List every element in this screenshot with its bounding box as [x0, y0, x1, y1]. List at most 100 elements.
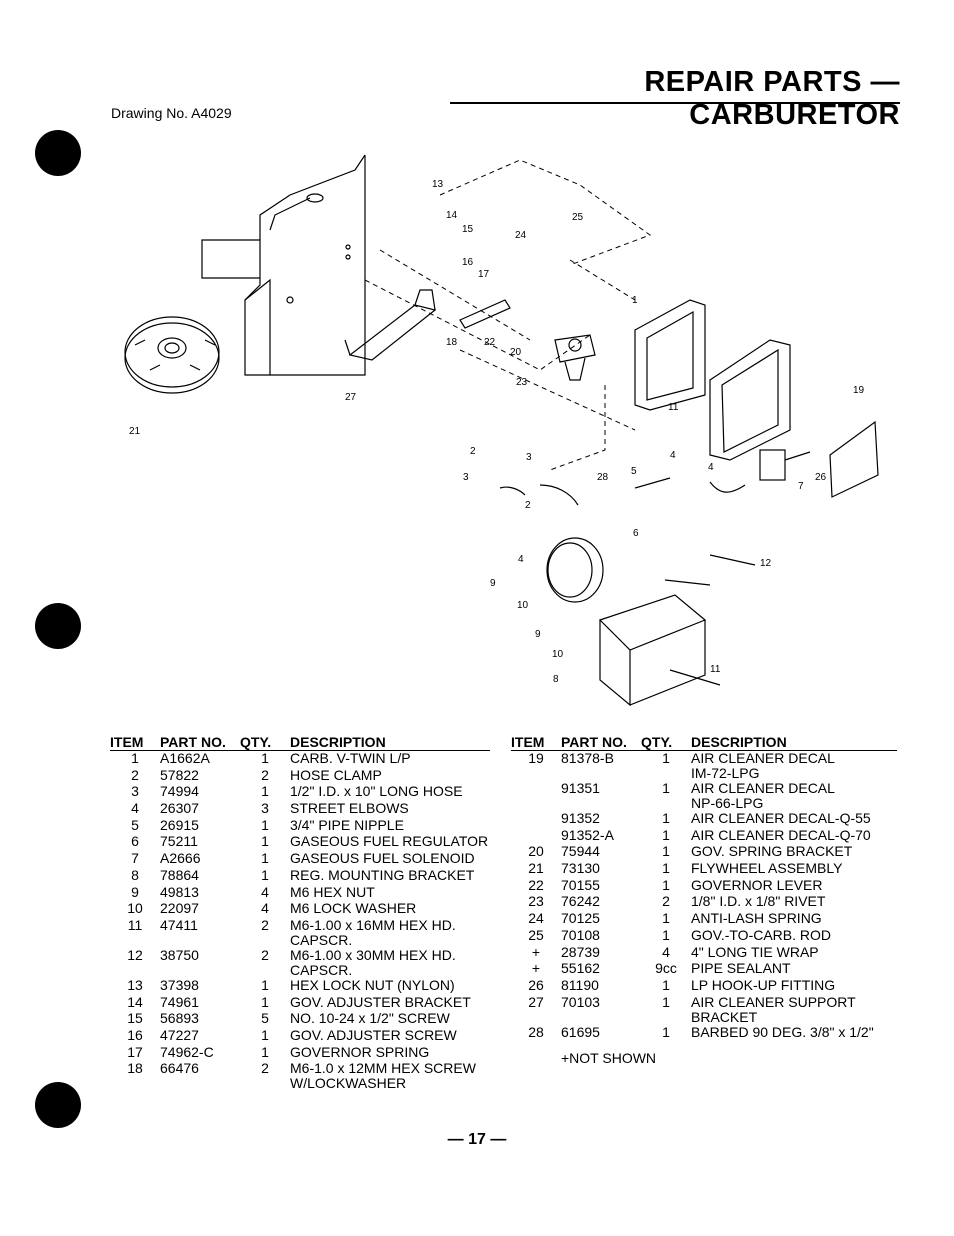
cell-item: 5: [131, 816, 139, 833]
cell-part-no: 75211: [160, 833, 198, 850]
callout-number: 18: [446, 337, 458, 348]
cell-part-no: 38750: [160, 946, 199, 963]
cell-item: 26: [528, 976, 544, 993]
cell-qty: 1: [662, 993, 670, 1010]
callout-number: 20: [510, 347, 522, 358]
callout-number: 26: [815, 472, 827, 483]
cell-part-no: 75944: [561, 843, 600, 860]
callout-number: 4: [670, 450, 676, 461]
cell-part-no: 91351: [561, 780, 600, 796]
air-cleaner-cover: [709, 339, 791, 461]
cell-part-no: 70103: [561, 993, 600, 1010]
cell-part-no: A2666: [160, 850, 201, 867]
cell-description: AIR CLEANER DECAL-Q-55: [691, 810, 871, 826]
cell-item: [511, 811, 561, 828]
cell-description: FLYWHEEL ASSEMBLY: [691, 860, 843, 877]
punch-hole-bottom: [35, 1082, 81, 1128]
cell-qty: 1: [261, 783, 269, 800]
callout-number: 16: [462, 257, 474, 268]
cell-part-no: 47411: [160, 916, 198, 933]
cell-item: 3: [131, 783, 139, 800]
cell-part-no: 91352: [561, 810, 600, 826]
callout-number: 2: [470, 446, 476, 457]
regulator-mounting-bracket: [598, 594, 707, 707]
callout-number: 4: [518, 554, 524, 565]
cell-part-no: 81190: [561, 976, 599, 993]
governor-bracket: [344, 289, 511, 361]
cell-part-no: 74962-C: [160, 1043, 214, 1060]
cell-description: M6 LOCK WASHER: [290, 900, 417, 917]
cell-qty: 1: [662, 843, 670, 860]
cell-qty: 5: [261, 1010, 269, 1027]
cell-item: 24: [528, 910, 544, 927]
cell-item: 1: [131, 750, 139, 766]
callout-number: 15: [462, 224, 474, 235]
callout-number: 19: [853, 385, 865, 396]
cell-qty: 1: [662, 780, 670, 796]
cell-qty: 1: [261, 816, 269, 833]
header-item: ITEM: [511, 733, 561, 751]
cell-description: ANTI-LASH SPRING: [691, 910, 822, 927]
cell-qty: 1: [662, 976, 670, 993]
header-qty: QTY.: [240, 733, 290, 751]
cell-part-no: 81378-B: [561, 750, 614, 766]
parts-table-header: ITEM PART NO. QTY. DESCRIPTION: [511, 733, 897, 751]
cell-part-no: 73130: [561, 860, 600, 877]
callout-number: 5: [631, 466, 637, 477]
cell-description: GOV. ADJUSTER BRACKET: [290, 993, 471, 1010]
cell-description: HOSE CLAMP: [290, 766, 382, 783]
callout-number: 13: [432, 179, 444, 190]
air-cleaner-frame: [634, 299, 706, 411]
cell-description: GOV. ADJUSTER SCREW: [290, 1026, 457, 1043]
cell-part-no: 74994: [160, 783, 199, 800]
cell-item: 21: [528, 860, 544, 877]
carburetor: [554, 334, 596, 381]
cell-qty: 1: [662, 826, 670, 843]
cell-description: GOVERNOR LEVER: [691, 876, 823, 893]
callout-number: 7: [798, 481, 804, 492]
header-description: DESCRIPTION: [691, 733, 897, 751]
cell-part-no: 26915: [160, 816, 199, 833]
cell-description: 1/2" I.D. x 10" LONG HOSE: [290, 783, 463, 800]
title-divider: [450, 102, 900, 104]
cell-description: STREET ELBOWS: [290, 800, 409, 817]
callout-number: 28: [597, 472, 609, 483]
cell-qty: 1: [662, 926, 670, 943]
cell-item: 11: [127, 916, 143, 933]
cell-item: 13: [127, 976, 143, 993]
cell-description: 1/8" I.D. x 1/8" RIVET: [691, 893, 826, 910]
cell-item: +: [531, 943, 541, 960]
cell-description: BARBED 90 DEG. 3/8" x 1/2": [691, 1023, 874, 1040]
cell-qty: 1: [261, 750, 269, 766]
cell-description: PIPE SEALANT: [691, 960, 791, 977]
cell-item: [511, 828, 561, 845]
cell-part-no: 76242: [561, 893, 600, 910]
cell-part-no: 47227: [160, 1026, 199, 1043]
cell-part-no: 55162: [561, 960, 600, 977]
callout-number: 17: [478, 269, 490, 280]
cell-qty: 1: [662, 1023, 670, 1040]
callout-number: 3: [526, 452, 532, 463]
cell-part-no: 66476: [160, 1060, 199, 1077]
not-shown-footnote: +NOT SHOWN: [561, 1050, 657, 1066]
cell-item: 25: [528, 926, 544, 943]
cell-item: 10: [127, 900, 143, 917]
